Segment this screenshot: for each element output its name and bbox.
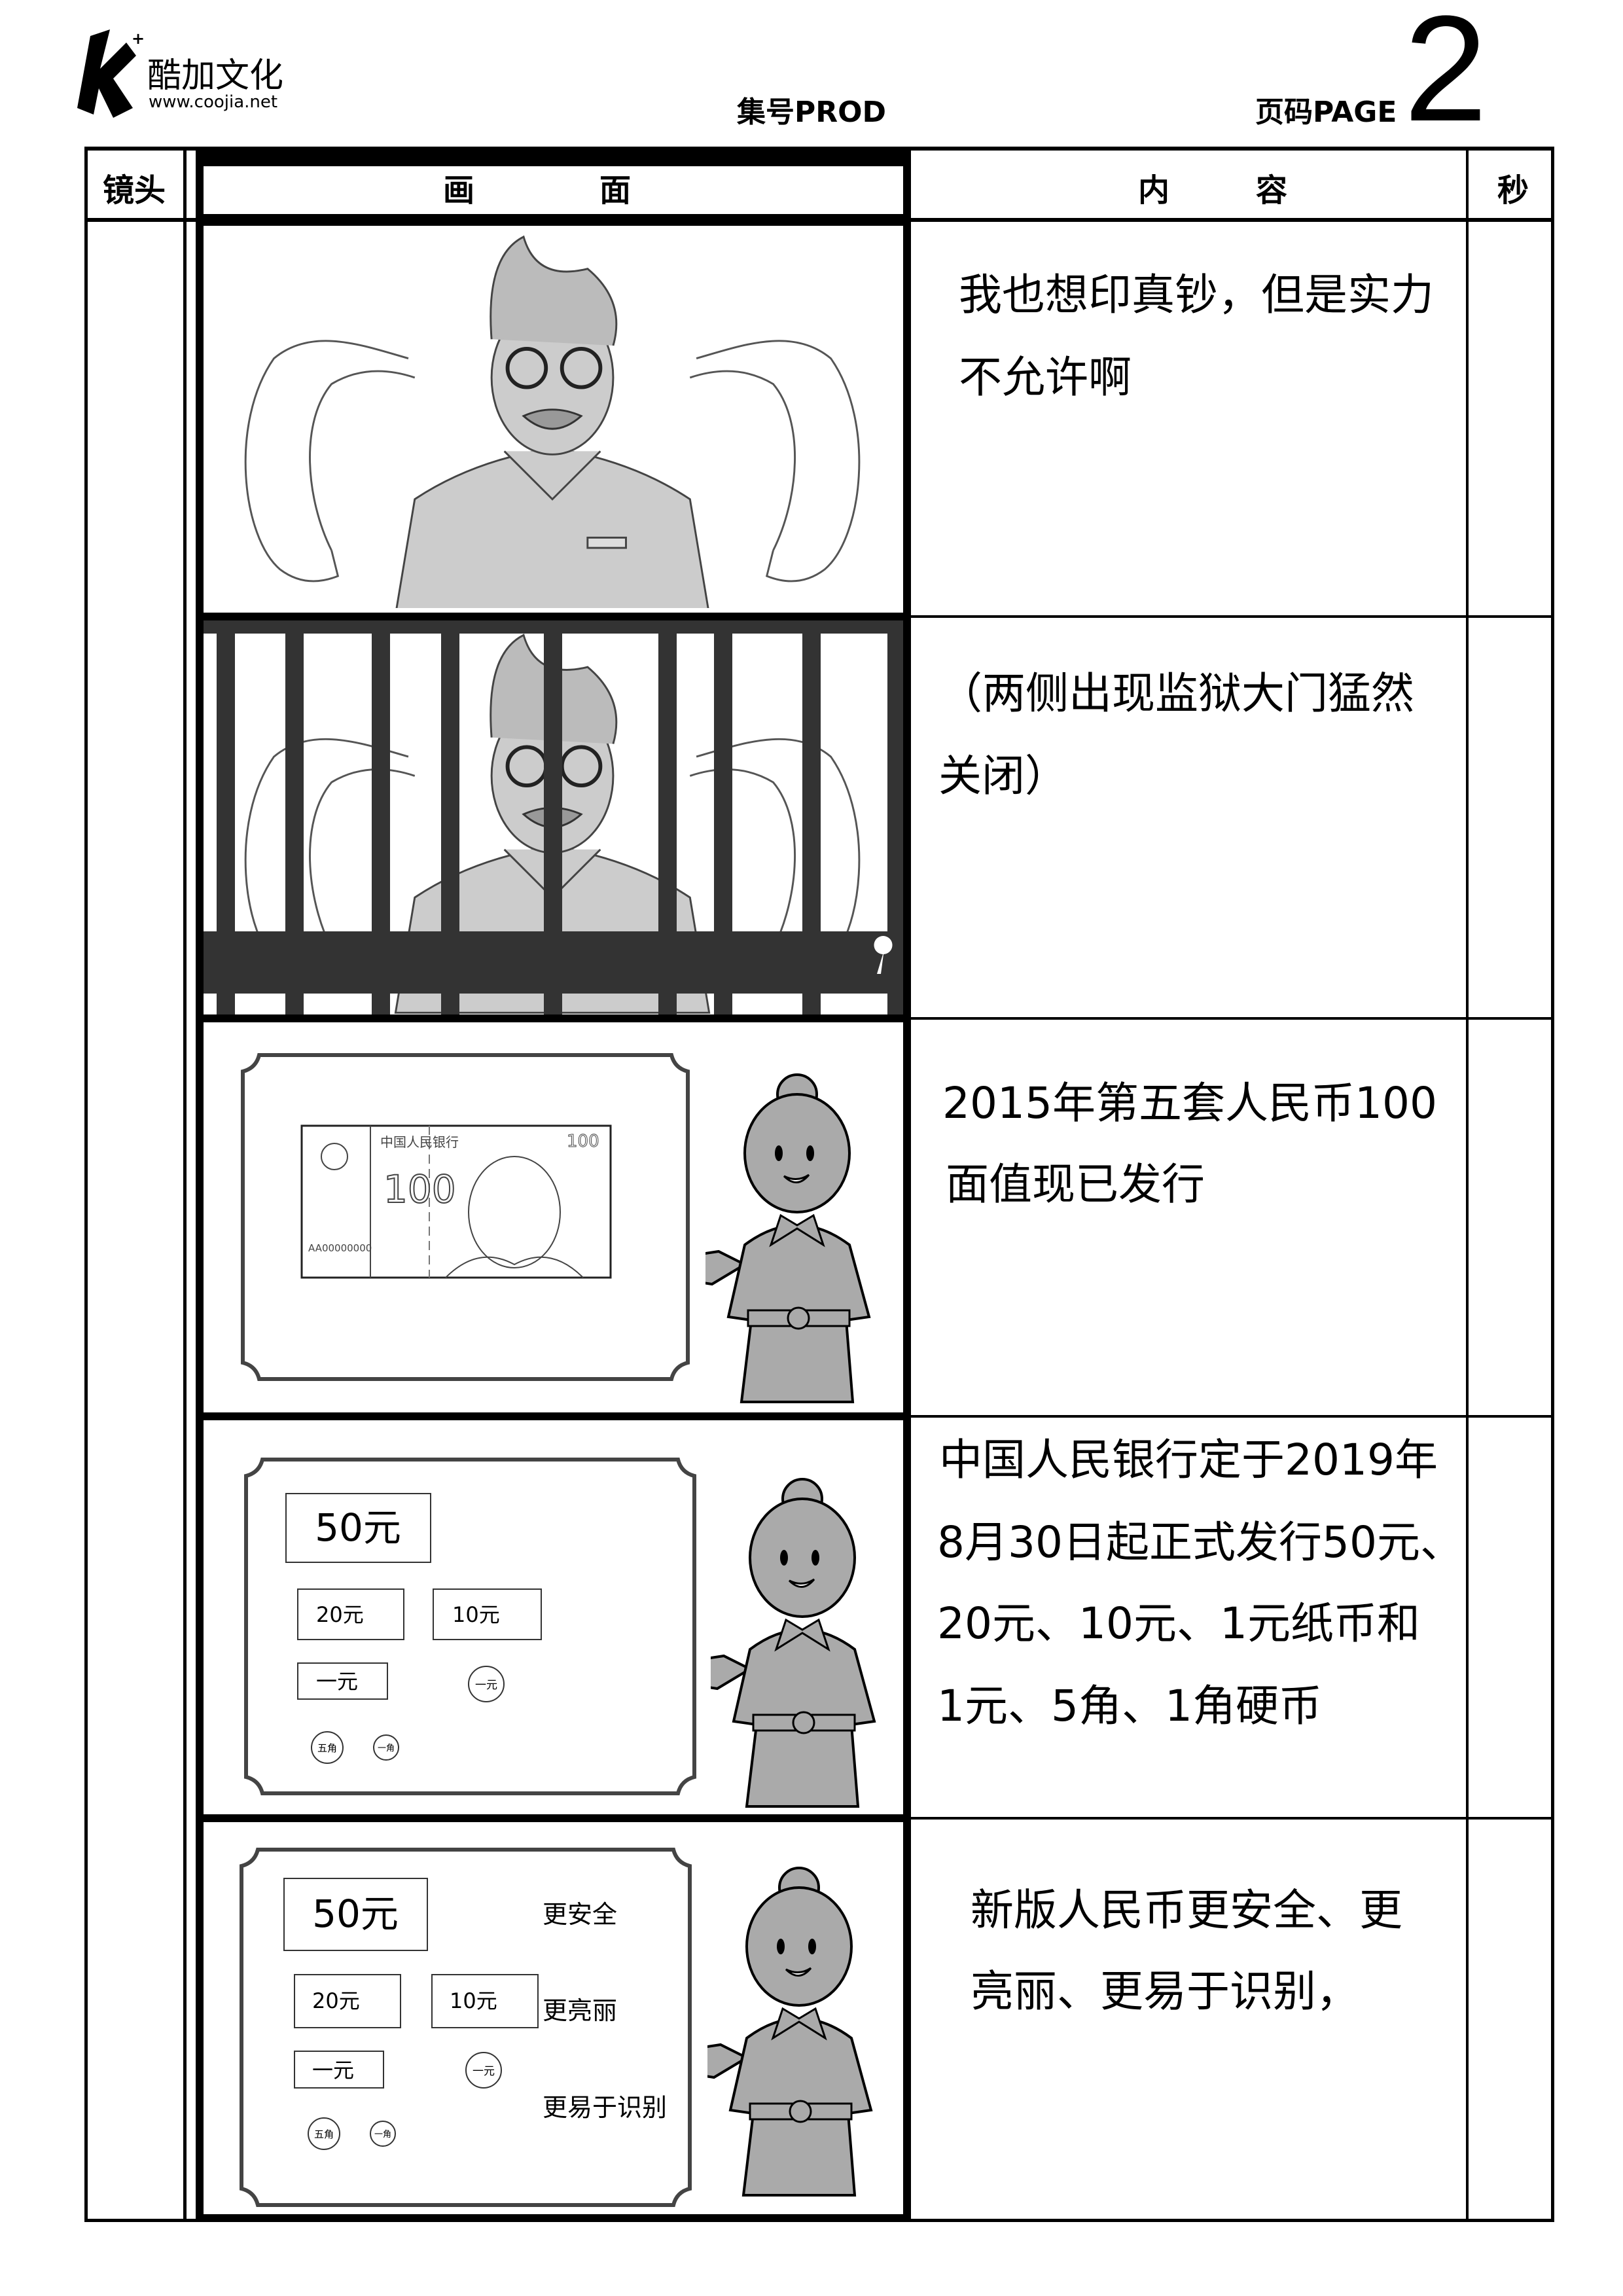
coin-5-jiao: 五角 — [317, 1742, 337, 1754]
col-header-shot: 镜头 — [102, 172, 166, 209]
coin-1-yuan: 一元 — [473, 2065, 495, 2078]
banknote-presenter-drawing: 中国人民银行 100 100 AA00000000 — [241, 1053, 870, 1403]
svg-text:+: + — [132, 29, 145, 48]
lock-icon — [874, 936, 893, 974]
note-50: 50元 — [312, 1892, 399, 1936]
label-brighter: 更亮丽 — [543, 1996, 617, 2025]
note-1: 一元 — [316, 1669, 358, 1694]
logo-url: www.coojia.net — [149, 92, 278, 112]
logo-k-icon: + — [77, 29, 145, 118]
panel-3: 中国人民银行 100 100 AA00000000 — [196, 1014, 911, 1420]
col-header-picture-1: 画 — [442, 172, 475, 209]
denominations-board-drawing: 50元 20元 10元 一元 一元 五角 一角 — [244, 1458, 876, 1808]
panel-5: 50元 20元 10元 一元 一元 五角 一角 更安全 更亮丽 更易于识别 — [196, 1814, 911, 2222]
coin-1-jiao: 一角 — [378, 1744, 395, 1753]
banknote-bank-name: 中国人民银行 — [380, 1134, 459, 1150]
row-1-content-line: 我也想印真钞，但是实力 — [959, 270, 1434, 320]
prison-old-man-drawing — [204, 620, 903, 1014]
row-4-content-line: 中国人民银行定于2019年 — [939, 1435, 1438, 1485]
panel-4: 50元 20元 10元 一元 一元 五角 一角 — [196, 1412, 911, 1822]
note-10: 10元 — [450, 1988, 497, 2013]
row-2-content-line: （两侧出现监狱大门猛然 — [939, 668, 1414, 719]
shot-col-divider — [183, 147, 187, 2222]
note-20: 20元 — [312, 1988, 360, 2013]
picture-header-cell — [196, 147, 911, 222]
row-line — [911, 1817, 1554, 1820]
banknote-100: 中国人民银行 100 100 AA00000000 — [300, 1124, 612, 1279]
col-header-content-1: 内 — [1137, 172, 1170, 209]
row-4-content-line: 20元、10元、1元纸币和 — [937, 1598, 1420, 1649]
coin-1-yuan: 一元 — [475, 1679, 497, 1692]
row-line — [911, 1415, 1554, 1418]
row-5-content-line: 新版人民币更安全、更 — [971, 1885, 1402, 1935]
row-line — [911, 1017, 1554, 1020]
row-4-content-line: 1元、5角、1角硬币 — [937, 1681, 1322, 1731]
banknote-value: 100 — [383, 1167, 456, 1211]
row-3-content-line: 2015年第五套人民币100 — [942, 1078, 1437, 1128]
page-number: 2 — [1404, 0, 1488, 152]
label-easier-to-identify: 更易于识别 — [543, 2093, 667, 2122]
coin-1-jiao: 一角 — [374, 2130, 391, 2140]
note-10: 10元 — [452, 1602, 500, 1627]
logo-name: 酷加文化 — [147, 56, 284, 96]
prison-bars — [204, 620, 903, 1014]
coin-5-jiao: 五角 — [314, 2128, 334, 2140]
label-safer: 更安全 — [543, 1900, 617, 1929]
panel-1 — [196, 218, 911, 620]
seconds-col-divider — [1466, 147, 1469, 2222]
row-3-content-line: 面值现已发行 — [946, 1159, 1205, 1210]
col-header-seconds: 秒 — [1497, 172, 1529, 209]
page-label: 页码PAGE — [1255, 96, 1397, 129]
table-border-left — [84, 147, 88, 2222]
banknote-serial: AA00000000 — [308, 1242, 372, 1254]
note-20: 20元 — [316, 1602, 364, 1627]
col-header-content-2: 容 — [1255, 172, 1288, 209]
note-50: 50元 — [315, 1505, 401, 1550]
row-1-content-line: 不允许啊 — [959, 352, 1132, 403]
row-5-content-line: 亮丽、更易于识别， — [971, 1966, 1359, 2017]
banknote-corner-value: 100 — [567, 1132, 599, 1151]
new-features-board-drawing: 50元 20元 10元 一元 一元 五角 一角 更安全 更亮丽 更易于识别 — [240, 1848, 872, 2207]
row-4-content-line: 8月30日起正式发行50元、 — [937, 1517, 1463, 1568]
row-2-content-line: 关闭） — [938, 751, 1068, 801]
note-1: 一元 — [312, 2058, 354, 2083]
table-border-right — [1551, 147, 1554, 2222]
crying-old-man-drawing — [204, 226, 903, 613]
logo: + 酷加文化 www.coojia.net — [74, 29, 310, 121]
row-line — [911, 615, 1554, 618]
panel-2 — [196, 613, 911, 1022]
col-header-picture-2: 面 — [599, 172, 632, 209]
episode-label: 集号PROD — [737, 96, 887, 129]
